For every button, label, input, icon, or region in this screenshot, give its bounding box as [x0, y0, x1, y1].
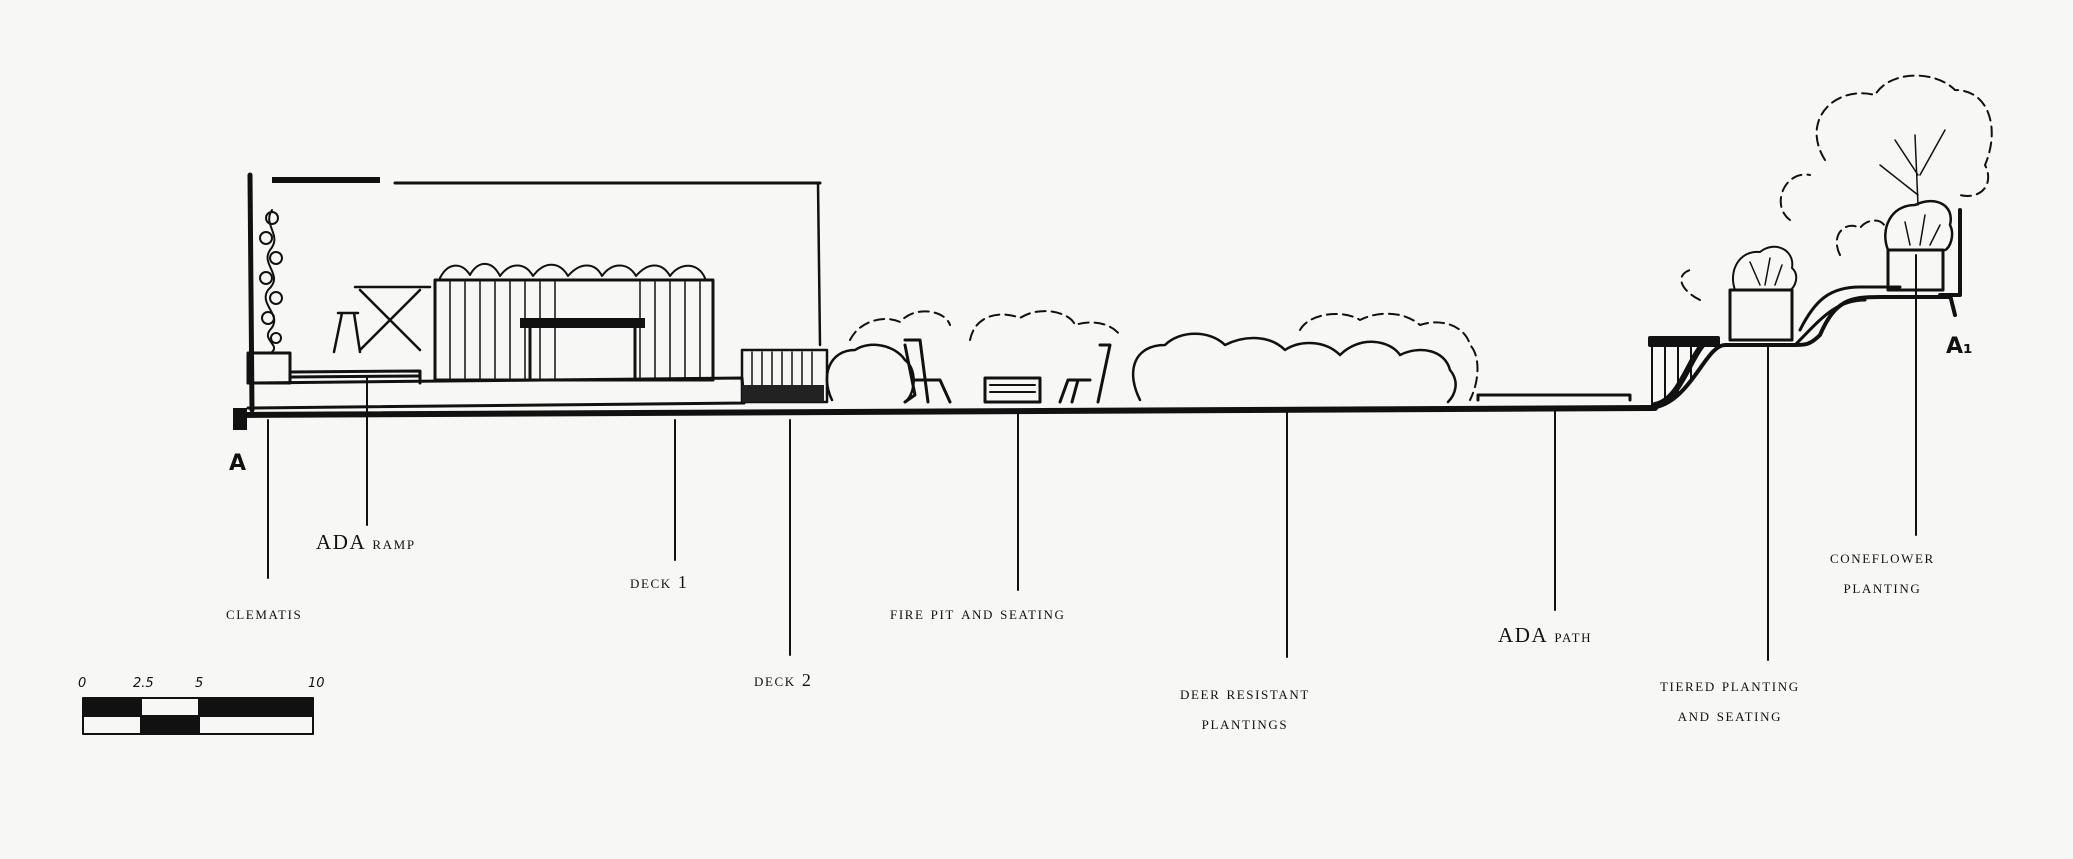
- label-deck-1: DECK 1: [630, 572, 689, 592]
- label-deck-2: DECK 2: [754, 670, 813, 690]
- section-end-marker: A₁: [1946, 334, 1973, 359]
- label-ada-ramp-prefix: ADA: [316, 530, 367, 554]
- scale-tick-2-5: 2.5: [133, 676, 154, 691]
- label-clematis: CLEMATIS: [226, 603, 303, 623]
- label-deer-line1: DEER RESISTANT: [1180, 683, 1310, 703]
- shrub-left: [825, 343, 915, 404]
- label-ada-ramp-suffix: RAMP: [372, 533, 416, 553]
- ground-line: [233, 405, 1658, 430]
- clematis-vine: [259, 209, 283, 353]
- label-tiered-planting: TIERED PLANTING AND SEATING: [1660, 670, 1800, 730]
- tiered-terrace: [1648, 208, 1962, 410]
- scale-tick-5: 5: [195, 676, 204, 691]
- scale-tick-0: 0: [78, 676, 87, 691]
- label-fire-pit: FIRE PIT AND SEATING: [890, 603, 1066, 623]
- label-deer-plantings: DEER RESISTANT PLANTINGS: [1180, 678, 1310, 738]
- label-coneflower: CONEFLOWER PLANTING: [1830, 542, 1935, 602]
- label-tiered-line2: AND SEATING: [1677, 705, 1783, 725]
- label-ada-path-suffix: PATH: [1554, 626, 1593, 646]
- label-coneflower-line2: PLANTING: [1843, 577, 1922, 597]
- label-ada-path: ADA PATH: [1498, 620, 1592, 651]
- label-ada-ramp: ADA RAMP: [316, 527, 416, 558]
- section-start-marker: A: [229, 451, 247, 476]
- fire-pit-area: [849, 310, 1121, 404]
- clematis-planter: [246, 351, 292, 385]
- scale-tick-10: 10: [308, 676, 325, 691]
- ada-path: [1476, 393, 1632, 402]
- label-deer-line2: PLANTINGS: [1201, 713, 1289, 733]
- label-tiered-line1: TIERED PLANTING: [1660, 675, 1800, 695]
- label-coneflower-line1: CONEFLOWER: [1830, 547, 1935, 567]
- label-ada-path-prefix: ADA: [1498, 623, 1549, 647]
- bistro-set: [332, 285, 432, 354]
- scale-bar: [82, 697, 314, 735]
- coneflower: [1680, 74, 1993, 301]
- deck-2: [740, 348, 829, 404]
- pergola: [247, 172, 822, 413]
- deer-plantings: [1131, 312, 1479, 404]
- leader-lines: [267, 254, 1917, 661]
- raised-planter: [433, 262, 715, 382]
